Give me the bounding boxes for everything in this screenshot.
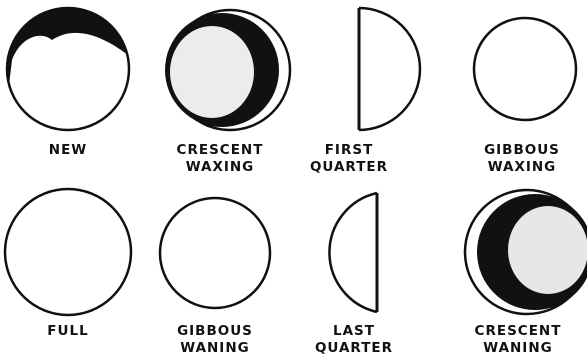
label-new: NEW xyxy=(3,142,133,159)
last-quarter-moon-icon xyxy=(329,193,377,312)
crescent-waning-moon-icon xyxy=(465,190,587,314)
gibbous-waning-moon-icon xyxy=(160,198,270,308)
new-moon-icon xyxy=(7,8,129,130)
label-full: FULL xyxy=(3,323,133,340)
full-moon-icon xyxy=(5,189,131,315)
crescent-waxing-moon-icon xyxy=(165,10,290,130)
first-quarter-moon-icon xyxy=(359,8,420,130)
gibbous-waxing-moon-icon xyxy=(474,18,576,120)
